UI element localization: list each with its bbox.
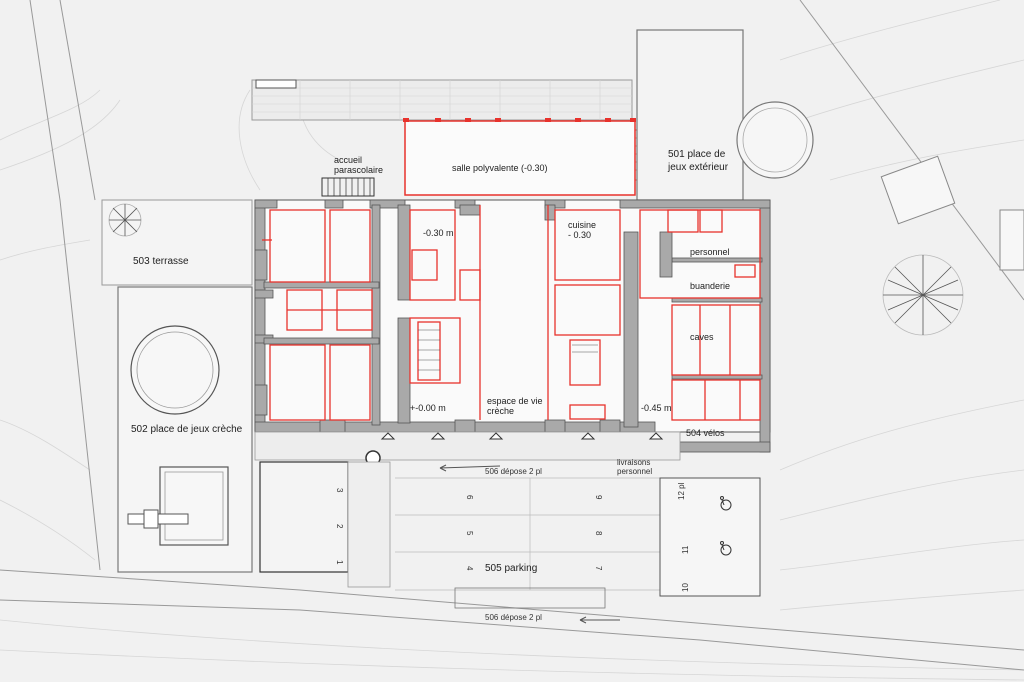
terrasse-area <box>101 199 253 286</box>
parking-island <box>659 477 761 597</box>
interior-stairs <box>418 329 598 371</box>
livraisons-label-line1: livraisons <box>617 458 650 467</box>
parking-number: 5 <box>465 531 474 536</box>
sandbox-inner <box>164 471 224 541</box>
round-play-structure <box>736 101 814 179</box>
bench <box>255 79 297 89</box>
velos-label: 504 vélos <box>686 428 725 438</box>
depose-bottom-label: 506 dépose 2 pl <box>485 613 542 622</box>
sandbox <box>159 466 229 546</box>
paved-area <box>251 79 633 121</box>
parking-number: 1 <box>335 560 344 565</box>
parking-number: 9 <box>594 495 603 500</box>
parking-lines <box>395 477 660 591</box>
parking-label: 505 parking <box>485 563 537 574</box>
parking-number: 12 pl <box>677 482 686 500</box>
door-arrows <box>380 432 664 440</box>
terrasse-label: 503 terrasse <box>133 256 189 267</box>
place-jeux-exterieur-area <box>636 29 744 201</box>
parking-area <box>259 461 349 573</box>
tree-icon <box>882 254 964 336</box>
parking-number: 2 <box>335 524 344 529</box>
entry-stair-lines <box>327 178 371 196</box>
creche-round-inner <box>136 331 214 409</box>
cuisine-label-line1: cuisine <box>568 220 596 230</box>
place-jeux-exterieur-label-line2: jeux extérieur <box>667 162 729 173</box>
wheelchair-icon <box>720 541 732 556</box>
place-jeux-creche-label: 502 place de jeux crèche <box>131 424 243 435</box>
salle-polyvalente-label: salle polyvalente (-0.30) <box>452 163 548 173</box>
paved-strip <box>347 461 391 588</box>
depose-bay <box>454 587 606 609</box>
cuisine-label-line2: - 0.30 <box>568 230 591 240</box>
exterior-walls <box>254 199 771 453</box>
neighbor-building <box>999 209 1024 271</box>
neighbor-building <box>880 155 956 225</box>
tree-icon <box>108 203 142 237</box>
caves-label: caves <box>690 332 714 342</box>
parking-number: 7 <box>594 566 603 571</box>
espace-vie-label-line1: espace de vie <box>487 396 543 406</box>
level-045-label: -0.45 m <box>641 403 672 413</box>
salle-polyvalente-room <box>404 120 636 196</box>
level-030-label: -0.30 m <box>423 228 454 238</box>
wheelchair-icon <box>720 496 732 511</box>
paving-pattern <box>252 80 632 120</box>
salle-windows <box>403 118 636 122</box>
parking-number: 10 <box>681 583 690 592</box>
red-partitions <box>262 205 761 421</box>
level-000-label: +-0.00 m <box>410 403 446 413</box>
livraisons-label-line2: personnel <box>617 467 652 476</box>
creche-round-structure <box>130 325 220 415</box>
accueil-label-line1: accueil <box>334 155 362 165</box>
road-arrows <box>439 464 620 624</box>
place-jeux-exterieur-label-line1: 501 place de <box>668 149 726 160</box>
south-walkway <box>254 431 681 461</box>
entry-stairs <box>321 177 375 197</box>
buanderie-label: buanderie <box>690 281 730 291</box>
main-building <box>254 199 771 433</box>
espace-vie-label-line2: crèche <box>487 406 514 416</box>
personnel-label: personnel <box>690 247 730 257</box>
parking-number: 3 <box>335 488 344 493</box>
parking-number: 11 <box>681 545 690 554</box>
depose-top-label: 506 dépose 2 pl <box>485 467 542 476</box>
round-play-inner <box>742 107 808 173</box>
slide-ladder <box>143 509 159 529</box>
interior-walls <box>263 204 763 428</box>
parking-number: 8 <box>594 531 603 536</box>
accueil-label-line2: parascolaire <box>334 165 383 175</box>
parking-number: 6 <box>465 495 474 500</box>
parking-number: 4 <box>465 566 474 571</box>
